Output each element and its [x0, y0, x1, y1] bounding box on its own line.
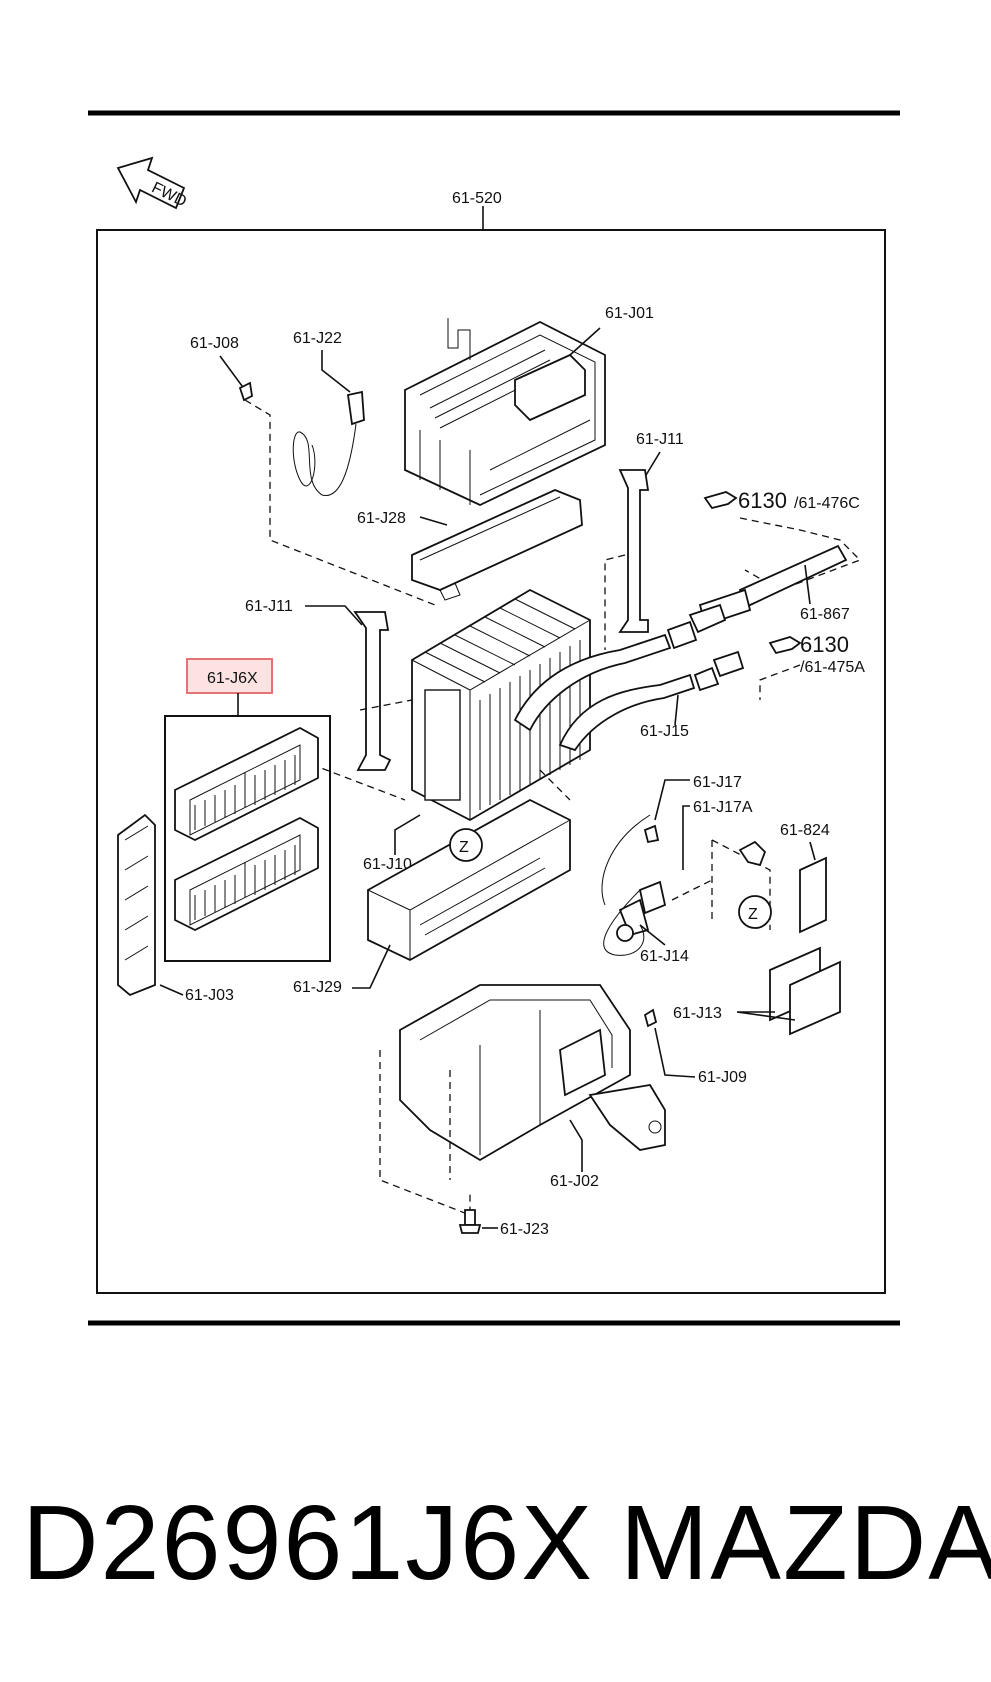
- evaporator-core-part: [411, 588, 591, 822]
- label-61-J02: 61-J02: [550, 1173, 599, 1190]
- lower-case-part: [399, 984, 666, 1162]
- brand-text: MAZDA: [620, 1484, 991, 1602]
- label-61-J13: 61-J13: [673, 1005, 722, 1022]
- label-61-J17A: 61-J17A: [693, 799, 753, 816]
- svg-text:Z: Z: [459, 839, 469, 856]
- label-61-J15: 61-J15: [640, 723, 689, 740]
- label-61-824: 61-824: [780, 822, 830, 839]
- assembly-frame: [96, 229, 886, 1294]
- label-61-J17: 61-J17: [693, 774, 742, 791]
- label-61-J14: 61-J14: [640, 948, 689, 965]
- label-61-J6X: 61-J6X: [207, 670, 258, 687]
- label-61-867: 61-867: [800, 606, 850, 623]
- svg-text:/61-476C: /61-476C: [794, 495, 860, 512]
- label-61-J03: 61-J03: [185, 987, 234, 1004]
- label-61-J29: 61-J29: [293, 979, 342, 996]
- label-61-520: 61-520: [452, 190, 502, 207]
- highlight-box-61-J6X: [186, 658, 273, 694]
- detail-z-marker-1: [449, 828, 483, 862]
- label-61-J23: 61-J23: [500, 1221, 549, 1238]
- drain-tray-part: [367, 798, 571, 962]
- svg-text:/61-475A: /61-475A: [800, 659, 865, 676]
- svg-text:6130: 6130: [738, 488, 787, 513]
- label-61-J01: 61-J01: [605, 305, 654, 322]
- reference-6130-b: 6130 /61-475A: [768, 632, 865, 676]
- air-filter-lower-part: [174, 816, 319, 932]
- svg-text:6130: 6130: [800, 632, 849, 657]
- screw-61-J23-part: [458, 1209, 482, 1234]
- label-61-J28: 61-J28: [357, 510, 406, 527]
- air-filter-upper-part: [174, 726, 319, 842]
- detail-z-marker-2: [738, 895, 772, 929]
- label-61-J11-left: 61-J11: [245, 598, 293, 615]
- insulator-61-824-part: [799, 856, 827, 934]
- upper-case-part: [404, 318, 606, 506]
- filter-box-frame: [164, 715, 331, 962]
- fwd-arrow-icon: FWD: [116, 156, 189, 211]
- hand-pointer-icon: [703, 491, 738, 510]
- part-number-text: D26961J6X: [22, 1484, 594, 1602]
- label-61-J11-top: 61-J11: [636, 431, 684, 448]
- svg-text:Z: Z: [748, 906, 758, 923]
- label-61-J08: 61-J08: [190, 335, 239, 352]
- label-61-J22: 61-J22: [293, 330, 342, 347]
- hand-pointer-icon: [768, 636, 802, 655]
- label-61-J10: 61-J10: [363, 856, 412, 873]
- label-61-J09: 61-J09: [698, 1069, 747, 1086]
- filter-cover-part: [117, 813, 156, 997]
- reference-6130-a: 6130 /61-476C: [703, 488, 860, 513]
